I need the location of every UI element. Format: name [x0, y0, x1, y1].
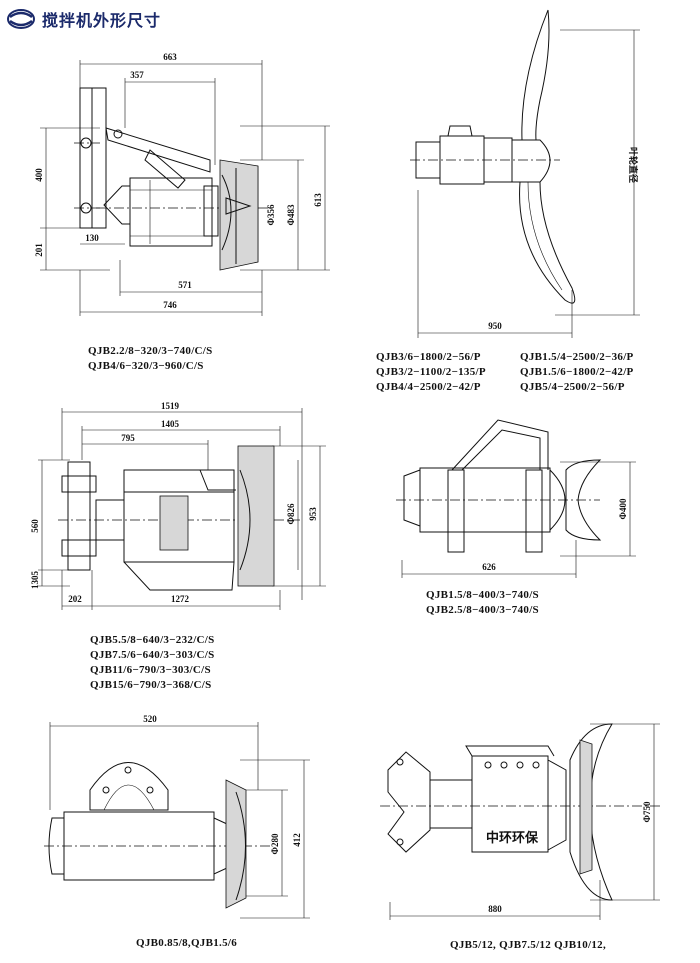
dim-613: 613 [313, 193, 323, 207]
dim-1305: 1305 [30, 571, 40, 590]
dim-560: 560 [30, 519, 40, 533]
model-label: QJB1.5/4−2500/2−36/P [520, 351, 634, 363]
dim-880: 880 [488, 904, 502, 914]
model-label: QJB4/6−320/3−960/C/S [88, 360, 204, 372]
caption-drawing-6: QJB5/12, QJB7.5/12 QJB10/12, [450, 938, 606, 953]
model-label: QJB5/4−2500/2−56/P [520, 381, 625, 393]
dim-1272: 1272 [171, 594, 190, 604]
model-label: QJB3/6−1800/2−56/P [376, 351, 481, 363]
model-label: QJB1.5/6−1800/2−42/P [520, 366, 634, 378]
model-label: QJB11/6−790/3−303/C/S [90, 664, 211, 676]
dim-1405: 1405 [161, 419, 180, 429]
watermark: 中环环保 [486, 830, 539, 846]
model-label: QJB0.85/8,QJB1.5/6 [136, 937, 238, 949]
dim-phi750: Φ750 [642, 801, 652, 822]
drawing-6: 中环环保 880 Φ750 [380, 723, 660, 920]
dim-571: 571 [178, 280, 192, 290]
drawing-1: 663 357 400 201 130 571 746 Φ356 Φ483 61… [34, 52, 330, 316]
label-impeller-diameter: 叶轮直径 [627, 147, 639, 183]
dim-phi483: Φ483 [286, 204, 296, 225]
model-label: QJB5/12, QJB7.5/12 QJB10/12, [450, 939, 606, 951]
drawing-3: 1519 1405 795 560 1305 202 1272 Φ826 953 [30, 401, 326, 610]
dim-phi826: Φ826 [286, 503, 296, 524]
model-label: QJB3/2−1100/2−135/P [376, 366, 486, 378]
model-label: QJB15/6−790/3−368/C/S [90, 679, 212, 691]
company-logo-icon [7, 9, 35, 29]
caption-drawing-3: QJB5.5/8−640/3−232/C/S QJB7.5/6−640/3−30… [90, 633, 215, 693]
dim-950: 950 [488, 321, 502, 331]
drawing-5: 520 Φ280 412 [44, 714, 310, 919]
dim-phi280: Φ280 [270, 833, 280, 854]
caption-drawing-2-left: QJB3/6−1800/2−56/P QJB3/2−1100/2−135/P Q… [376, 350, 486, 395]
dim-626: 626 [482, 562, 496, 572]
page-title: 搅拌机外形尺寸 [42, 11, 162, 30]
dim-663: 663 [163, 52, 177, 62]
dim-130: 130 [85, 233, 99, 243]
caption-drawing-1: QJB2.2/8−320/3−740/C/S QJB4/6−320/3−960/… [88, 344, 213, 374]
model-label: QJB2.2/8−320/3−740/C/S [88, 345, 213, 357]
model-label: QJB5.5/8−640/3−232/C/S [90, 634, 215, 646]
dim-357: 357 [130, 70, 144, 80]
dim-1519: 1519 [161, 401, 180, 411]
model-label: QJB2.5/8−400/3−740/S [426, 604, 539, 616]
drawing-2: 950 叶轮直径 [410, 9, 640, 338]
model-label: QJB4/4−2500/2−42/P [376, 381, 481, 393]
dim-phi400: Φ400 [618, 498, 628, 519]
page-header: 搅拌机外形尺寸 [6, 6, 161, 32]
dim-520: 520 [143, 714, 157, 724]
dim-202: 202 [68, 594, 82, 604]
caption-drawing-2-right: QJB1.5/4−2500/2−36/P QJB1.5/6−1800/2−42/… [520, 350, 634, 395]
dim-412: 412 [292, 833, 302, 847]
model-label: QJB1.5/8−400/3−740/S [426, 589, 539, 601]
dim-746: 746 [163, 300, 177, 310]
dim-953: 953 [308, 507, 318, 521]
dim-201: 201 [34, 243, 44, 257]
drawing-4: 626 Φ400 [396, 419, 636, 578]
dim-phi356: Φ356 [266, 204, 276, 225]
model-label: QJB7.5/6−640/3−303/C/S [90, 649, 215, 661]
dim-795: 795 [121, 433, 135, 443]
caption-drawing-5: QJB0.85/8,QJB1.5/6 [136, 936, 237, 951]
dim-400: 400 [34, 168, 44, 182]
caption-drawing-4: QJB1.5/8−400/3−740/S QJB2.5/8−400/3−740/… [426, 588, 539, 618]
